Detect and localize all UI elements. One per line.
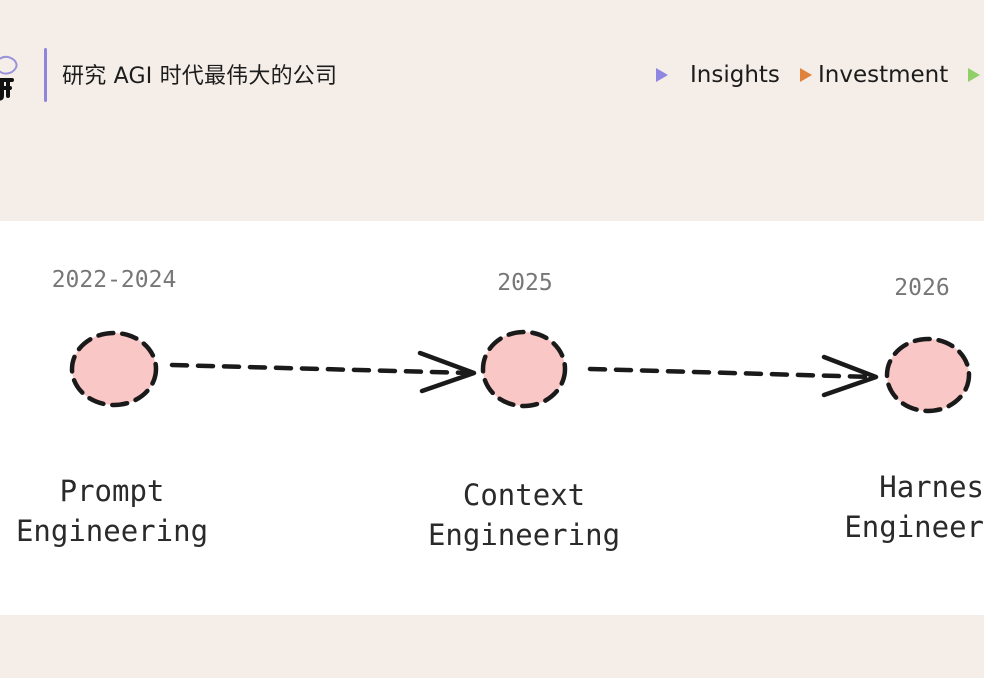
nav-item-label: Insights <box>690 62 780 88</box>
nav-item-label: Investment <box>818 62 949 88</box>
stage-label-harness-engineering: Harnes Engineer <box>844 467 984 547</box>
diagram-canvas <box>69 329 972 414</box>
site-header: 研究 AGI 时代最伟大的公司 Insights Investment <box>0 0 984 150</box>
arrow-connector-2 <box>587 354 879 398</box>
header-divider <box>44 48 47 102</box>
logo-icon[interactable] <box>0 50 26 102</box>
stage-year: 2022-2024 <box>51 267 177 293</box>
nav-item-next[interactable] <box>968 58 984 92</box>
stage-year: 2025 <box>497 270 553 296</box>
site-tagline: 研究 AGI 时代最伟大的公司 <box>62 64 338 89</box>
stage-node-context <box>480 329 568 409</box>
main-nav: Insights Investment <box>0 58 984 94</box>
play-triangle-icon <box>656 68 668 82</box>
stage-label-line: Engineering <box>427 518 621 552</box>
arrow-connector-1 <box>169 350 477 394</box>
evolution-diagram: 2022-2024 2025 2026 Prompt Engineering C… <box>0 221 984 615</box>
stage-label-prompt-engineering: Prompt Engineering <box>16 471 208 551</box>
nav-item-insights[interactable]: Insights <box>656 58 780 92</box>
play-triangle-icon <box>800 68 812 82</box>
stage-node-harness <box>884 336 972 414</box>
stage-year: 2026 <box>894 275 950 301</box>
stage-label-line: Prompt <box>59 474 165 508</box>
stage-label-line: Engineer <box>844 510 984 544</box>
stage-label-line: Engineering <box>15 514 209 548</box>
play-triangle-icon <box>968 68 980 82</box>
nav-item-investment[interactable]: Investment <box>800 58 948 92</box>
stage-label-line: Harnes <box>879 470 984 504</box>
stage-node-prompt <box>69 330 159 408</box>
stage-label-context-engineering: Context Engineering <box>428 475 620 555</box>
stage-label-line: Context <box>462 478 586 512</box>
